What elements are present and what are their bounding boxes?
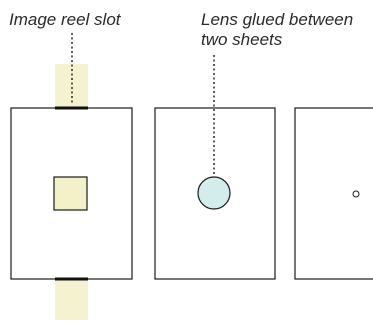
- label-lens-line-2: two sheets: [201, 30, 283, 49]
- sheet-2: [154, 107, 276, 280]
- pinhole: [352, 190, 360, 198]
- label-image-reel-slot: Image reel slot: [9, 10, 121, 29]
- reel-slot-bottom: [55, 279, 88, 320]
- sheet-3: [294, 107, 373, 280]
- image-square: [53, 176, 88, 211]
- lens: [197, 176, 231, 210]
- label-lens-line-1: Lens glued between: [201, 10, 354, 29]
